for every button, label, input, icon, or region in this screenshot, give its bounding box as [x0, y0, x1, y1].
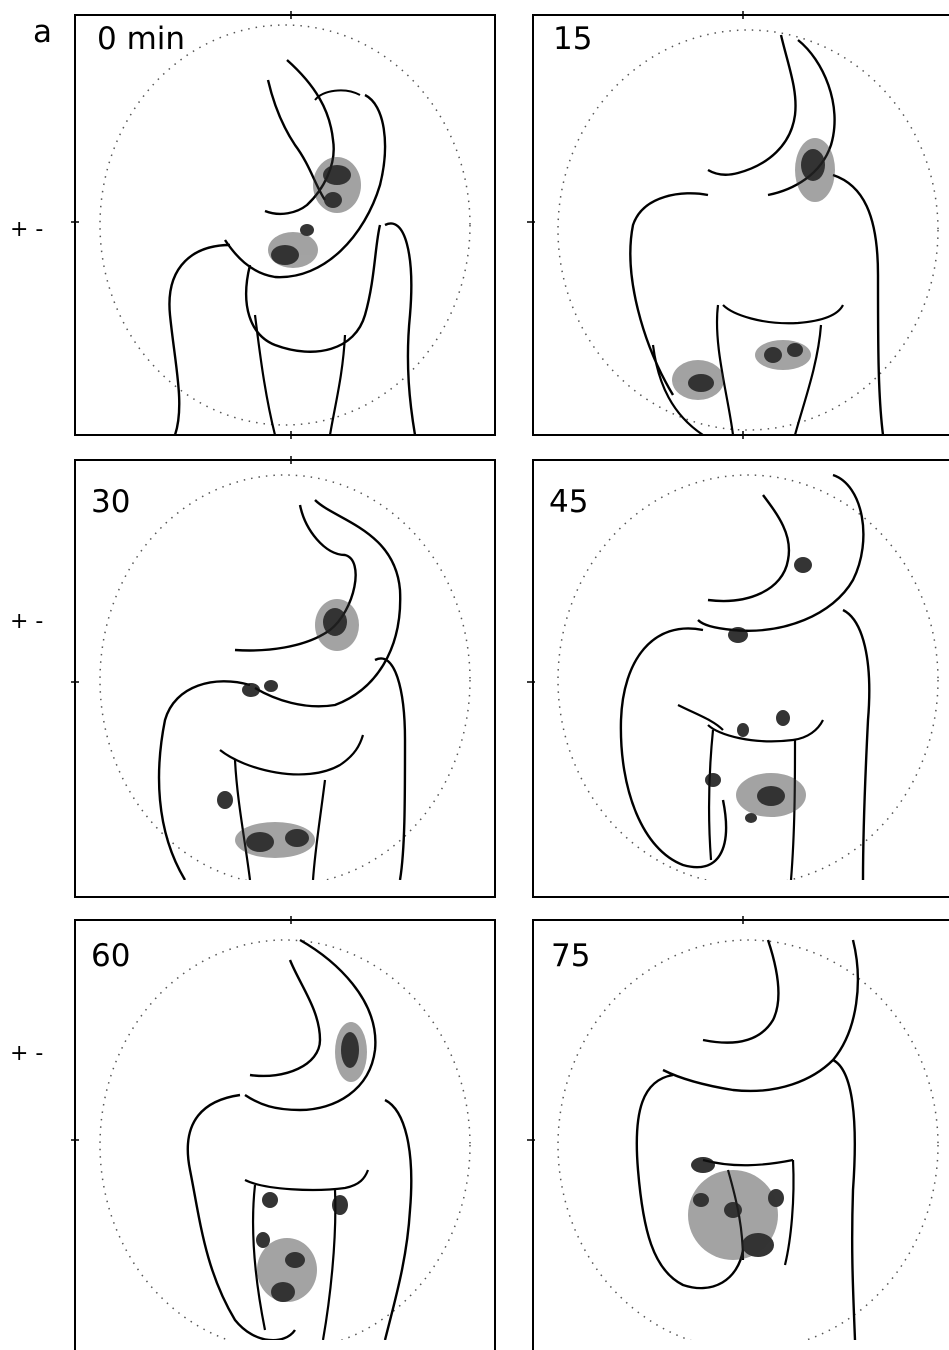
panel-frame: [75, 15, 495, 435]
panel-60: 60: [71, 916, 495, 1350]
panel-frame: [533, 920, 949, 1350]
row-marker-3: + -: [10, 1041, 43, 1066]
panel-label: 75: [551, 938, 590, 974]
panel-75: 75: [527, 916, 949, 1350]
panel-45: 45: [527, 460, 949, 897]
panel-label: 0 min: [97, 21, 185, 57]
panel-0min: 0 min: [71, 11, 495, 439]
row-marker-2: + -: [10, 609, 43, 634]
panel-label: 15: [553, 21, 592, 57]
row-marker-1: + -: [10, 217, 43, 242]
panel-15: 15: [527, 11, 949, 439]
figure-letter: a: [33, 14, 52, 50]
panel-frame: [533, 15, 949, 435]
panel-label: 45: [549, 484, 588, 520]
panel-frame: [533, 460, 949, 897]
panel-label: 60: [91, 938, 130, 974]
panel-label: 30: [91, 484, 130, 520]
panel-30: 30: [71, 456, 495, 897]
